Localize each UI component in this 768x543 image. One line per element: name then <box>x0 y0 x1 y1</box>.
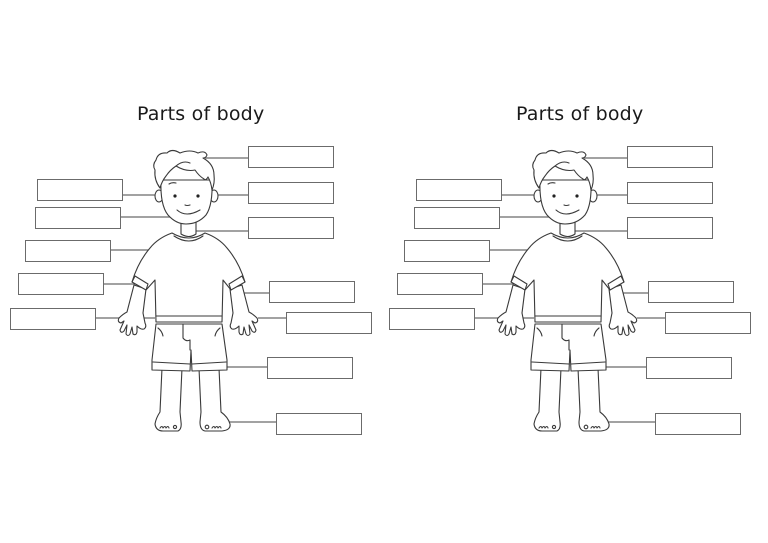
worksheet-left: Parts of body <box>10 103 372 435</box>
worksheet-title: Parts of body <box>516 103 644 125</box>
worksheet-title: Parts of body <box>137 103 265 125</box>
label-box-mouth[interactable] <box>414 207 500 229</box>
head <box>532 149 598 225</box>
label-box-ear[interactable] <box>37 179 123 201</box>
legs <box>533 367 610 432</box>
worksheet-right: Parts of body <box>379 0 763 543</box>
label-box-hand[interactable] <box>389 308 475 330</box>
label-box-shoulder[interactable] <box>25 240 111 262</box>
legs <box>154 367 231 432</box>
label-box-elbow[interactable] <box>397 273 483 295</box>
label-box-hair[interactable] <box>627 146 713 168</box>
label-box-neck[interactable] <box>627 217 713 239</box>
arms <box>496 284 638 337</box>
label-box-arm[interactable] <box>648 281 734 303</box>
label-box-mouth[interactable] <box>35 207 121 229</box>
label-box-arm[interactable] <box>269 281 355 303</box>
arms <box>117 284 259 337</box>
shirt <box>510 232 625 323</box>
label-box-hand[interactable] <box>10 308 96 330</box>
label-box-fingers[interactable] <box>665 312 751 334</box>
shirt <box>131 232 246 323</box>
label-box-fingers[interactable] <box>286 312 372 334</box>
boy-figure-illustration <box>474 149 666 432</box>
neck <box>180 221 197 238</box>
label-box-knee[interactable] <box>267 357 353 379</box>
label-box-neck[interactable] <box>248 217 334 239</box>
label-box-foot[interactable] <box>276 413 362 435</box>
label-box-eye[interactable] <box>627 182 713 204</box>
label-box-hair[interactable] <box>248 146 334 168</box>
label-box-foot[interactable] <box>655 413 741 435</box>
label-box-shoulder[interactable] <box>404 240 490 262</box>
neck <box>559 221 576 238</box>
label-box-eye[interactable] <box>248 182 334 204</box>
label-box-knee[interactable] <box>646 357 732 379</box>
label-box-elbow[interactable] <box>18 273 104 295</box>
shorts <box>530 323 607 372</box>
boy-figure-illustration <box>95 149 287 432</box>
shorts <box>151 323 228 372</box>
head <box>153 149 219 225</box>
label-box-ear[interactable] <box>416 179 502 201</box>
